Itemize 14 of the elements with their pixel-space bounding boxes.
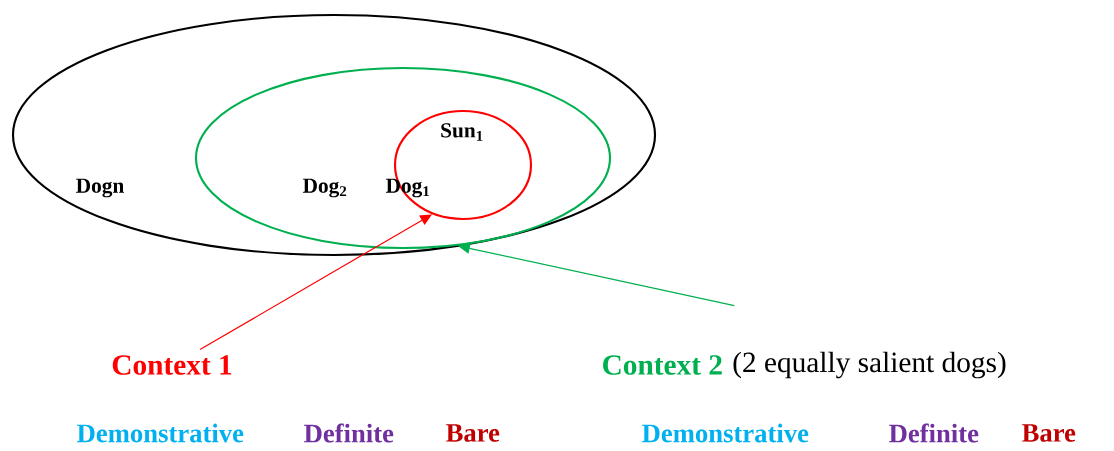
form-label: Bare bbox=[1022, 424, 1076, 442]
context-label: Context 1 bbox=[112, 355, 232, 375]
context-label: Context 2 bbox=[603, 355, 722, 375]
form-label: Demonstrative bbox=[642, 423, 809, 443]
ellipse-shape bbox=[11, 13, 657, 257]
form-label: Bare bbox=[446, 424, 500, 442]
term-label: Dog$_{2}$ bbox=[302, 178, 347, 198]
form-label: Definite bbox=[889, 423, 979, 443]
ellipse-shape bbox=[194, 66, 612, 250]
form-label: Demonstrative bbox=[77, 423, 244, 443]
term-label: Sun$_{1}$ bbox=[441, 123, 483, 141]
form-label: Definite bbox=[304, 423, 394, 443]
term-label: Dogn bbox=[76, 178, 124, 198]
context-note: (2 equally salient dogs) bbox=[733, 351, 1006, 379]
